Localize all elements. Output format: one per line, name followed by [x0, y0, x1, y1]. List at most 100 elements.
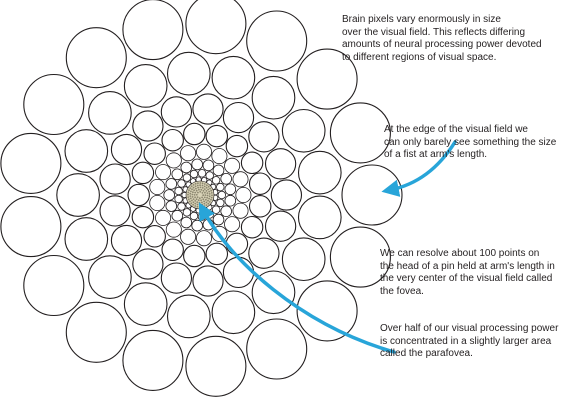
- fovea-dot: [208, 193, 211, 195]
- fovea-dot: [203, 183, 206, 185]
- brain-pixel-circle: [224, 216, 241, 233]
- brain-pixel-circle: [202, 159, 215, 172]
- fovea-dot: [187, 191, 190, 194]
- fovea-dot: [201, 182, 204, 185]
- brain-pixel-circle: [180, 228, 197, 245]
- fovea-dot: [197, 186, 200, 189]
- brain-pixel-circle: [235, 186, 252, 203]
- brain-pixel-circle: [155, 209, 172, 226]
- fovea-dot: [202, 198, 205, 201]
- fovea-dot: [189, 187, 192, 190]
- brain-pixel-circle: [189, 169, 199, 179]
- brain-pixel-circle: [177, 179, 186, 188]
- brain-pixel-circle: [191, 219, 204, 232]
- brain-pixel-circle: [205, 242, 229, 266]
- fovea-dot: [210, 192, 213, 194]
- brain-pixel-circle: [248, 121, 280, 153]
- brain-pixel-circle: [132, 110, 164, 142]
- fovea-dot: [193, 194, 196, 196]
- fovea-dot: [201, 196, 204, 199]
- fovea-dot: [206, 194, 209, 197]
- brain-pixel-circle: [0, 132, 62, 194]
- brain-pixel-circle: [329, 102, 391, 164]
- brain-pixel-circle: [212, 164, 225, 177]
- brain-pixel-circle: [171, 209, 184, 222]
- fovea-dot: [199, 182, 202, 184]
- fovea-dot: [192, 184, 195, 186]
- brain-pixel-circle: [180, 216, 193, 229]
- fovea-dot: [190, 185, 193, 188]
- fovea-dot: [197, 182, 199, 185]
- fovea-dot: [199, 186, 202, 189]
- fovea-dot: [207, 202, 210, 205]
- fovea-dot: [193, 189, 196, 192]
- fovea-arrow: [198, 202, 396, 354]
- brain-pixel-circle: [131, 205, 155, 229]
- fovea-dot: [189, 197, 192, 200]
- fovea-dot: [210, 196, 213, 199]
- pixel-size-note: Brain pixels vary enormously in size ove…: [342, 14, 542, 63]
- brain-pixel-circle: [240, 215, 264, 239]
- fovea-dot: [208, 190, 211, 193]
- brain-pixel-circle: [270, 179, 303, 211]
- brain-pixel-circle: [143, 142, 166, 165]
- brain-pixel-circle: [88, 255, 132, 299]
- brain-pixel-circle: [182, 208, 192, 217]
- fovea-dot: [205, 201, 208, 204]
- brain-pixel-circle: [166, 51, 211, 96]
- edge-arrow: [381, 140, 457, 197]
- brain-pixel-circle: [296, 280, 358, 342]
- fovea-dot: [201, 205, 204, 208]
- fovea-dot: [207, 199, 209, 202]
- brain-pixel-circle: [216, 182, 225, 192]
- fovea-dot: [196, 203, 199, 206]
- brain-pixel-circle: [163, 189, 176, 201]
- parafovea-note: Over half of our visual processing power…: [380, 323, 559, 360]
- fovea-dot: [197, 199, 200, 202]
- brain-pixel-circle: [127, 183, 150, 207]
- brain-pixel-circle: [165, 200, 178, 212]
- fovea-dot: [196, 184, 199, 187]
- brain-pixel-circle: [174, 194, 183, 204]
- fovea-dot: [187, 196, 190, 199]
- brain-pixel-circle: [180, 161, 193, 174]
- fovea-dot: [200, 188, 203, 191]
- brain-pixel-circle: [192, 93, 224, 125]
- brain-pixel-circle: [341, 164, 403, 226]
- fovea-dot: [206, 196, 209, 199]
- brain-pixel-circle: [192, 265, 224, 297]
- fovea-dot: [194, 182, 197, 185]
- brain-pixel-circle: [132, 248, 164, 280]
- brain-pixel-circle: [222, 101, 255, 134]
- fovea-dot: [195, 198, 198, 201]
- fovea-dot: [210, 189, 213, 192]
- fovea-dot: [198, 201, 201, 204]
- brain-pixel-circle: [171, 168, 184, 181]
- brain-pixel-circle: [149, 178, 166, 195]
- fovea-dot: [208, 197, 211, 200]
- brain-pixel-circle: [264, 210, 297, 242]
- brain-pixel-circle: [297, 195, 342, 240]
- brain-pixel-circle: [216, 198, 225, 208]
- fovea-dot: [194, 185, 197, 188]
- fovea-dot: [188, 189, 190, 192]
- brain-pixel-circle: [183, 244, 206, 268]
- fovea-dot: [197, 191, 199, 194]
- fovea-dot: [209, 187, 212, 190]
- fovea-dot: [194, 191, 197, 194]
- fovea-dot: [189, 192, 192, 195]
- brain-pixel-circle: [217, 190, 226, 200]
- fovea-dot: [200, 199, 203, 202]
- fovea-dot: [207, 185, 210, 188]
- fovea-dot: [191, 199, 193, 202]
- fovea-dot: [196, 205, 199, 208]
- brain-pixel-circle: [88, 91, 132, 135]
- fovea-cluster: [185, 180, 215, 210]
- brain-pixel-circle: [248, 237, 280, 269]
- fovea-dot: [191, 196, 194, 198]
- brain-pixel-circle: [122, 0, 184, 61]
- brain-pixel-circle: [248, 195, 272, 218]
- brain-pixel-circle: [110, 133, 143, 166]
- brain-pixel-circle: [99, 163, 131, 195]
